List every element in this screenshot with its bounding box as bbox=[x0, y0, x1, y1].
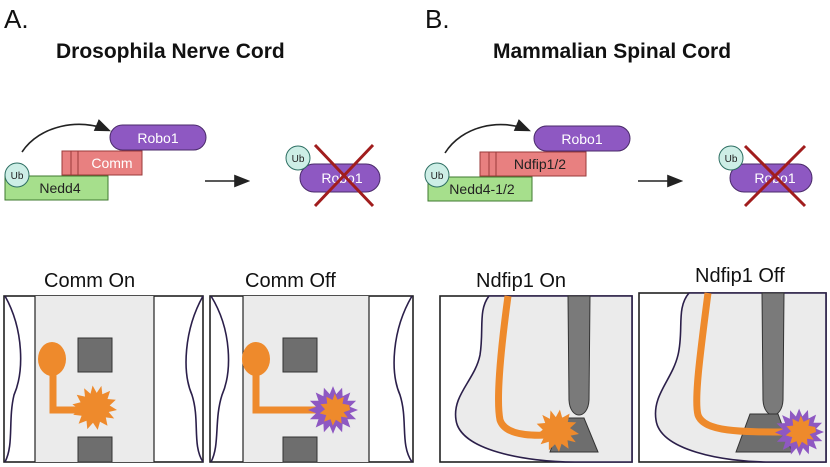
panel-a-degraded: Robo1 Ub bbox=[285, 143, 381, 208]
robo1-receptor bbox=[533, 125, 631, 152]
panel-b-degraded: Robo1 Ub bbox=[718, 144, 813, 208]
ubiquitin-icon bbox=[285, 145, 311, 171]
growth-cone bbox=[536, 409, 579, 452]
panel-a-letter: A. bbox=[4, 4, 29, 34]
midline-region bbox=[243, 296, 369, 462]
nedd4-label: Nedd4 bbox=[39, 180, 80, 196]
ndfip1-on-label: Ndfip1 On bbox=[476, 270, 567, 292]
panel-b-letter: B. bbox=[425, 4, 450, 34]
ndfip1-off-panel bbox=[638, 292, 827, 463]
axon bbox=[252, 360, 327, 414]
cross-icon bbox=[313, 143, 375, 208]
ubiquitin-transfer-arrow bbox=[21, 119, 111, 153]
ndfip-label: Ndfip1/2 bbox=[514, 156, 566, 172]
robo1-label: Robo1 bbox=[561, 131, 602, 147]
robo1-label: Robo1 bbox=[137, 130, 178, 146]
midline-cell bbox=[282, 436, 318, 463]
comm-on-panel bbox=[3, 295, 204, 463]
ubiquitin-icon bbox=[4, 162, 30, 188]
growth-cone bbox=[319, 393, 350, 426]
nerve-cord-outline bbox=[185, 295, 204, 463]
ubiquitin-icon bbox=[424, 162, 450, 188]
axon bbox=[494, 295, 563, 439]
nerve-cord-outline bbox=[393, 295, 413, 463]
midline-cell bbox=[77, 436, 113, 463]
ndfip-adaptor bbox=[479, 151, 587, 177]
ubiquitin-label: Ub bbox=[725, 154, 738, 165]
comm-off-panel bbox=[209, 295, 414, 463]
panel-a-complex: Robo1 Comm Nedd4 Ub bbox=[4, 119, 207, 201]
growth-cone bbox=[785, 415, 816, 448]
neuron-cell-body bbox=[242, 342, 270, 376]
ndfip1-on-panel bbox=[439, 295, 633, 463]
panel-b-title: Mammalian Spinal Cord bbox=[493, 40, 732, 63]
nerve-cord-outline bbox=[210, 295, 230, 463]
cross-icon bbox=[743, 144, 807, 208]
ndfip1-off-label: Ndfip1 Off bbox=[695, 265, 785, 287]
comm-off-label: Comm Off bbox=[245, 270, 336, 292]
ubiquitin-label: Ub bbox=[11, 171, 24, 182]
panel-b-complex: Robo1 Ndfip1/2 Nedd4-1/2 Ub bbox=[424, 119, 631, 202]
robo1-receptor bbox=[109, 124, 207, 151]
panel-a-title: Drosophila Nerve Cord bbox=[56, 40, 285, 63]
ubiquitin-transfer-arrow bbox=[444, 119, 531, 154]
ubiquitin-label: Ub bbox=[292, 154, 305, 165]
axon bbox=[693, 292, 791, 436]
ubiquitin-label: Ub bbox=[431, 171, 444, 182]
ubiquitin-icon bbox=[718, 145, 744, 171]
floor-plate bbox=[567, 295, 591, 416]
midline-cell bbox=[77, 337, 113, 373]
comm-adaptor bbox=[61, 150, 143, 176]
nedd4-label: Nedd4-1/2 bbox=[449, 181, 515, 197]
nerve-cord-outline bbox=[4, 295, 22, 463]
growth-cone bbox=[72, 385, 117, 430]
comm-on-label: Comm On bbox=[44, 270, 136, 292]
midline-cell bbox=[282, 337, 318, 373]
neuron-cell-body bbox=[38, 342, 66, 376]
comm-label: Comm bbox=[91, 155, 132, 171]
floor-plate bbox=[761, 292, 785, 416]
